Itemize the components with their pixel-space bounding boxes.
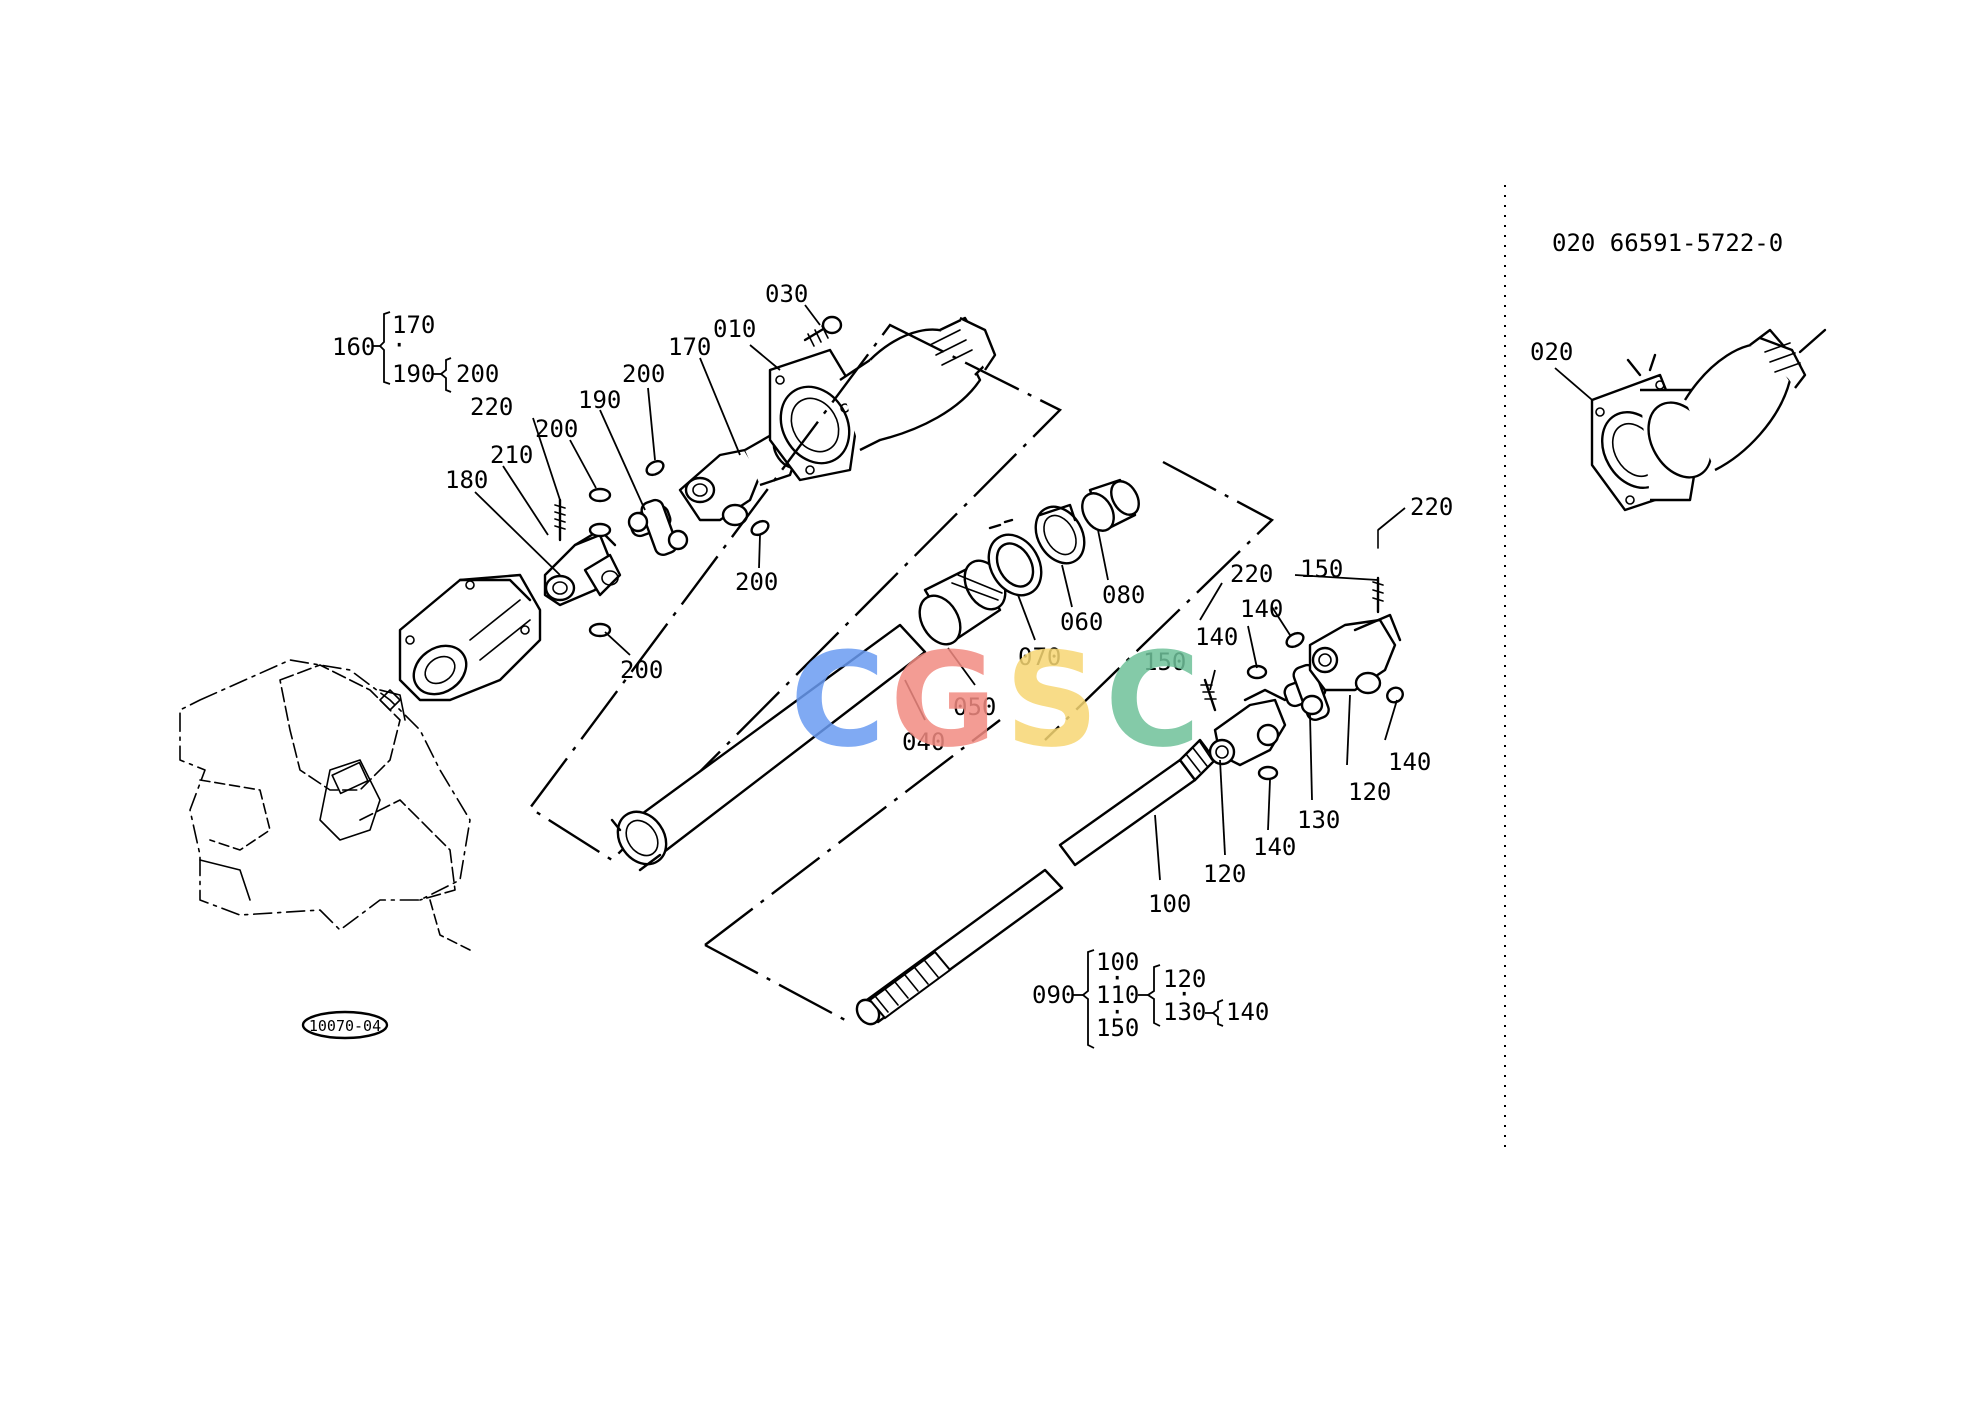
label-070: 070 xyxy=(1018,643,1061,671)
watermark-letter-1: C xyxy=(790,624,885,776)
bom-160-dot: · xyxy=(392,331,406,359)
label-190: 190 xyxy=(578,386,621,414)
leader-lines xyxy=(474,304,1406,881)
inner-tube-040 xyxy=(610,623,927,872)
bom-130-child-140: 140 xyxy=(1226,998,1269,1026)
label-140-right: 140 xyxy=(1388,748,1431,776)
yoke-120-upper xyxy=(1308,613,1402,695)
bolt-030 xyxy=(803,315,843,347)
label-150-left: 150 xyxy=(1143,648,1186,676)
clamp-060 xyxy=(1034,503,1086,565)
part-labels: 030 010 170 200 190 200 220 210 180 200 … xyxy=(445,280,1453,918)
bom-090-child-150: 150 xyxy=(1096,1014,1139,1042)
label-200-lower: 200 xyxy=(620,656,663,684)
label-140-top: 140 xyxy=(1240,595,1283,623)
bom-group-090: 090 100 · 110 · 150 120 · 130 140 xyxy=(1032,948,1269,1049)
cross-journal-190 xyxy=(627,498,689,557)
figure-reference-text: 10070-04 xyxy=(309,1017,381,1035)
outer-tube-010 xyxy=(768,316,997,482)
label-210: 210 xyxy=(490,441,533,469)
yoke-120-lower xyxy=(1208,688,1287,767)
watermark-letter-2: G xyxy=(890,624,997,776)
ring-200-group xyxy=(588,459,770,638)
label-120-right: 120 xyxy=(1348,778,1391,806)
cross-journal-130 xyxy=(1283,663,1330,722)
engine-housing-outline xyxy=(179,659,471,951)
spring-pin-210 xyxy=(554,498,566,542)
spring-pin-150-a xyxy=(1200,678,1217,712)
bom-160-parent: 160 xyxy=(332,333,375,361)
label-050: 050 xyxy=(953,693,996,721)
label-220-left: 220 xyxy=(470,393,513,421)
figure-reference-badge: 10070-04 xyxy=(301,1010,389,1040)
assembly-outline-lower-a xyxy=(1044,460,1275,741)
assembly-outline-lower-b xyxy=(704,943,846,1022)
label-030: 030 xyxy=(765,280,808,308)
label-150-right: 150 xyxy=(1300,555,1343,583)
bom-110-child-120: 120 xyxy=(1163,965,1206,993)
label-220-right: 220 xyxy=(1410,493,1453,521)
bom-160-child-170: 170 xyxy=(392,311,435,339)
bom-090-dot-b: · xyxy=(1110,998,1124,1026)
label-200-right: 200 xyxy=(735,568,778,596)
bom-090-child-100: 100 xyxy=(1096,948,1139,976)
label-140-bottom: 140 xyxy=(1253,833,1296,861)
bom-110-dot: · xyxy=(1177,980,1191,1008)
bom-190-child-200: 200 xyxy=(456,360,499,388)
inset-part-020: 020 66591-5722-0 020 xyxy=(1530,229,1827,512)
ring-070 xyxy=(987,518,1043,597)
bom-090-child-110: 110 xyxy=(1096,981,1139,1009)
label-060: 060 xyxy=(1060,608,1103,636)
watermark-letter-3: S xyxy=(1005,624,1099,776)
label-130: 130 xyxy=(1297,806,1340,834)
label-170: 170 xyxy=(668,333,711,361)
label-040: 040 xyxy=(902,728,945,756)
inset-part-code: 020 66591-5722-0 xyxy=(1552,229,1783,257)
bushing-080 xyxy=(1081,478,1140,532)
spring-pin-150-b xyxy=(1372,529,1384,614)
ring-140-group xyxy=(1246,631,1404,781)
watermark-letter-4: C xyxy=(1105,624,1200,776)
bom-090-parent: 090 xyxy=(1032,981,1075,1009)
yoke-180 xyxy=(543,522,622,607)
label-220-mid: 220 xyxy=(1230,560,1273,588)
label-100: 100 xyxy=(1148,890,1191,918)
label-020: 020 xyxy=(1530,338,1573,366)
bom-group-160: 160 170 · 190 200 xyxy=(332,311,499,393)
label-200-mid: 200 xyxy=(535,415,578,443)
flange-housing xyxy=(379,573,542,711)
label-140-left: 140 xyxy=(1195,623,1238,651)
assembly-outline-lower-c xyxy=(704,719,1001,946)
label-180: 180 xyxy=(445,466,488,494)
label-120-left: 120 xyxy=(1203,860,1246,888)
label-080: 080 xyxy=(1102,581,1145,609)
bom-160-child-190: 190 xyxy=(392,360,435,388)
cgsc-watermark: C G S C xyxy=(790,624,1200,776)
shaft-100 xyxy=(855,738,1217,1026)
label-200-upper: 200 xyxy=(622,360,665,388)
bom-090-dot-a: · xyxy=(1110,964,1124,992)
label-010: 010 xyxy=(713,315,756,343)
assembly-outline-upper xyxy=(528,323,1063,862)
bom-110-child-130: 130 xyxy=(1163,998,1206,1026)
